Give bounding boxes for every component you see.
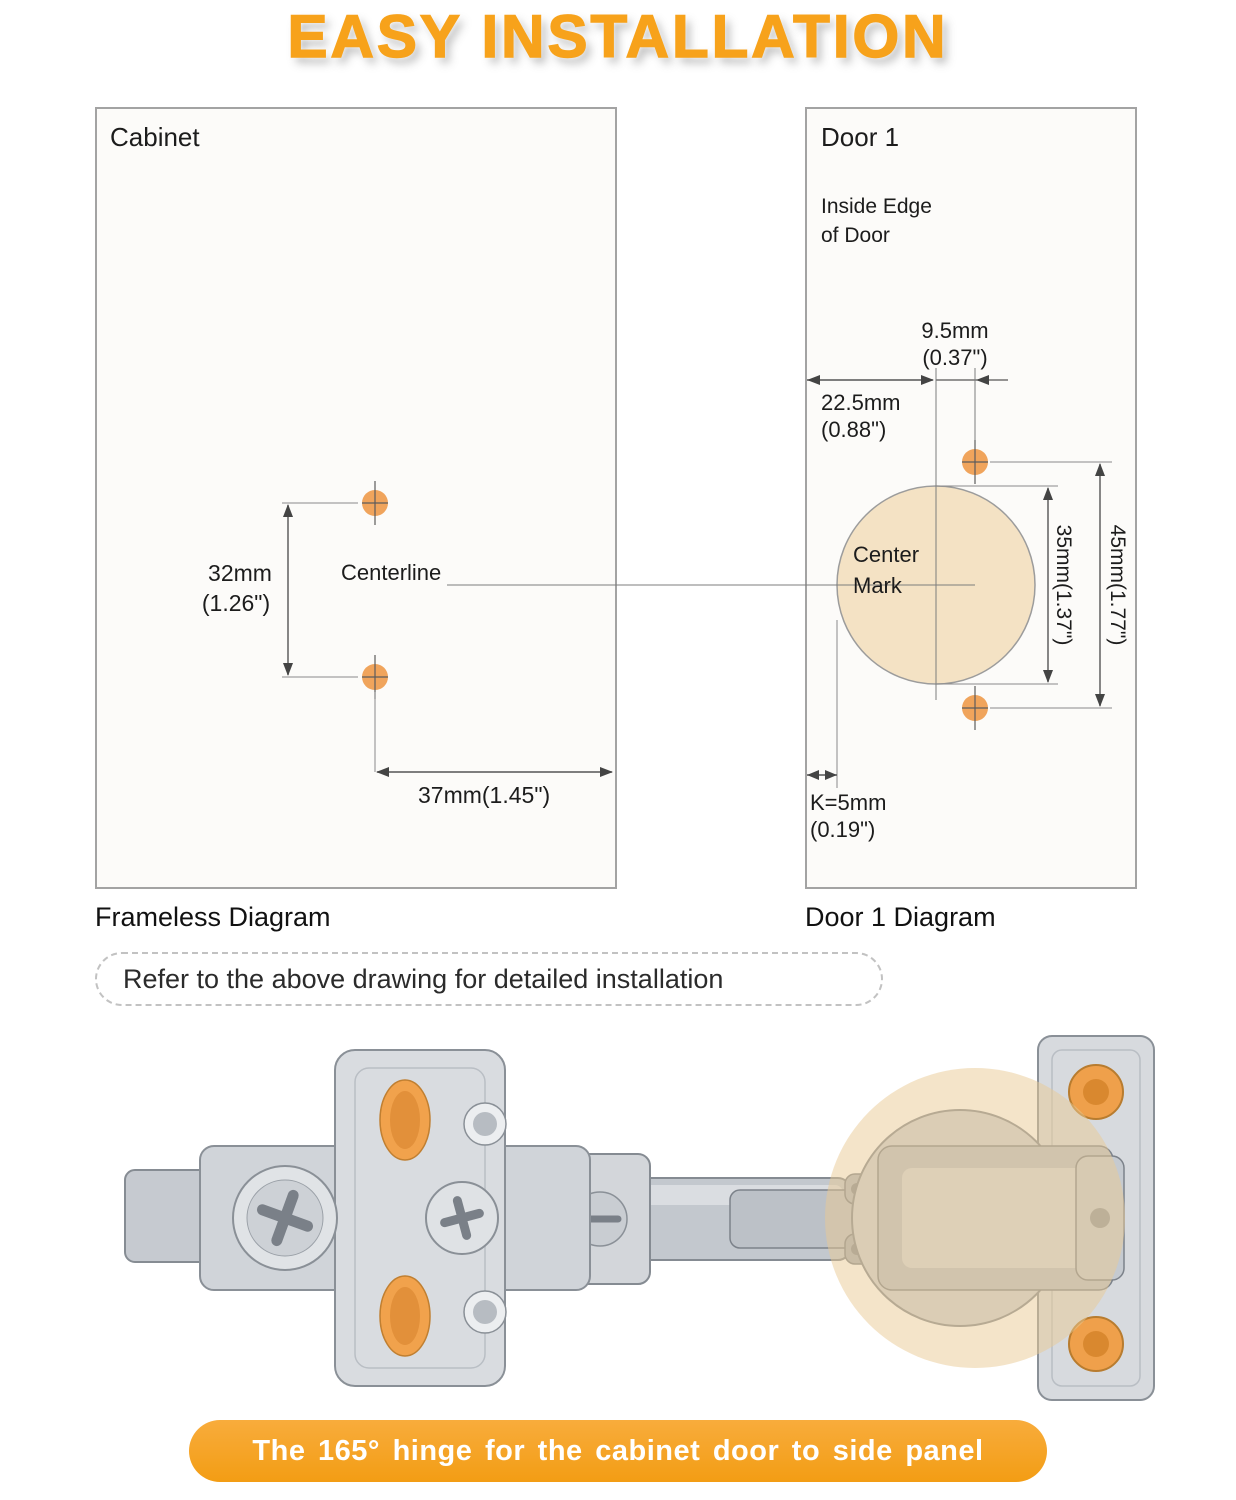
dim-32mm-label: 32mm: [208, 560, 272, 586]
dim-32mm-inch-label: (1.26"): [201, 590, 271, 616]
installation-note-text: Refer to the above drawing for detailed …: [123, 963, 724, 994]
dim-37mm-label: 37mm(1.45"): [418, 782, 551, 808]
hinge-cup: [825, 1035, 1155, 1401]
bottom-banner-text: The 165° hinge for the cabinet door to s…: [252, 1434, 984, 1467]
door-label: Door 1: [821, 122, 900, 152]
center-mark-label: Center Mark: [853, 542, 920, 598]
cabinet-diagram-panel: [95, 107, 617, 889]
centerline-label: Centerline: [341, 560, 442, 585]
dim-45mm-label: 45mm(1.77"): [1106, 524, 1129, 646]
installation-note: Refer to the above drawing for detailed …: [95, 952, 883, 1006]
dim-22-5mm-inch-label: (0.88"): [821, 417, 887, 442]
door-caption: Door 1 Diagram: [805, 902, 996, 932]
page-title: EASY INSTALLATION: [287, 2, 949, 71]
hinge-mounting-plate: [124, 1049, 591, 1387]
inside-edge-label: Inside Edge of Door: [821, 195, 932, 248]
dim-22-5mm-label: 22.5mm: [821, 390, 901, 415]
cup-highlight-overlay: [825, 1068, 1125, 1368]
dim-k5mm-label: K=5mm: [810, 790, 887, 815]
dim-35mm-label: 35mm(1.37"): [1052, 524, 1075, 646]
dim-9-5mm-label: 9.5mm: [921, 318, 989, 343]
dim-9-5mm-inch-label: (0.37"): [922, 345, 988, 370]
hinge-photo: [124, 1035, 1155, 1401]
bottom-banner: The 165° hinge for the cabinet door to s…: [189, 1420, 1047, 1482]
cabinet-caption: Frameless Diagram: [95, 902, 331, 932]
dim-k5mm-inch-label: (0.19"): [810, 817, 876, 842]
cabinet-label: Cabinet: [110, 122, 200, 152]
